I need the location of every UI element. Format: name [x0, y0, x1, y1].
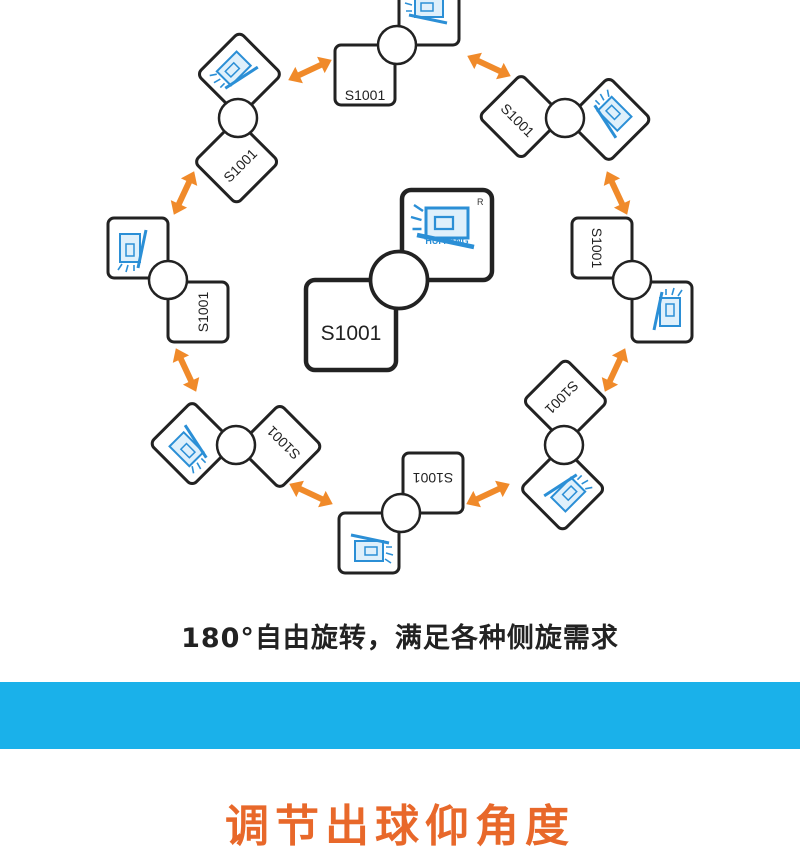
tag-bottom-left: S1001 — [148, 357, 324, 533]
double-arrow-icon — [462, 476, 513, 513]
double-arrow-icon — [284, 52, 335, 89]
tag-code: S1001 — [345, 87, 386, 103]
tag-code: S1001 — [413, 470, 454, 486]
tag-bottom: S1001 — [337, 451, 465, 575]
tag-code: S1001 — [195, 292, 211, 333]
double-arrow-icon — [463, 48, 514, 85]
tag-center: R HUI PANG S1001 — [306, 190, 492, 370]
rotation-diagram: S1001 S1001 S1001 S1001 S1001 S1001 S100… — [106, 0, 694, 575]
double-arrow-icon — [168, 344, 205, 395]
section-divider-band — [0, 682, 800, 749]
tag-code: S1001 — [321, 322, 382, 345]
double-arrow-icon — [599, 167, 636, 218]
double-arrow-icon — [285, 476, 336, 513]
next-section-heading: 调节出球仰角度 — [225, 801, 575, 852]
double-arrow-icon — [166, 167, 203, 218]
tag-top-left: S1001 — [150, 30, 326, 206]
tag-bottom-right: S1001 — [476, 357, 652, 533]
tag-top: S1001 — [333, 0, 461, 107]
tag-top-right: S1001 — [477, 30, 653, 206]
registered-mark-icon: R — [477, 197, 484, 207]
tag-right: S1001 — [570, 216, 694, 344]
double-arrow-icon — [597, 344, 634, 395]
tag-brand: HUI PANG — [425, 236, 468, 246]
tag-left: S1001 — [106, 216, 230, 344]
tag-code: S1001 — [589, 228, 605, 269]
rotation-caption: 180°自由旋转，满足各种侧旋需求 — [181, 623, 619, 654]
